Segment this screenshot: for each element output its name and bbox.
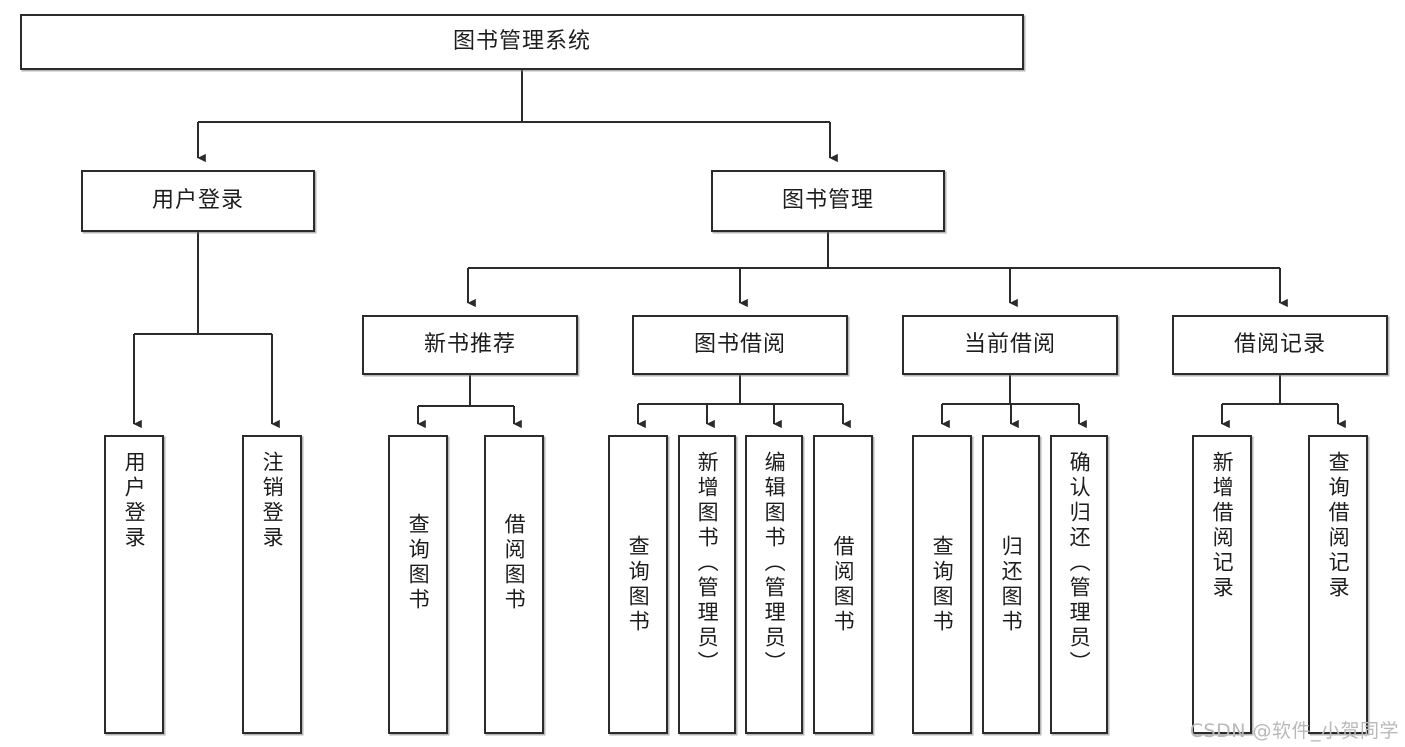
node-leaf-borrow-book[interactable]: 借阅图书 xyxy=(813,435,873,734)
node-leaf-confirm-return-admin-label: 确认归还（管理员） xyxy=(1067,451,1092,676)
node-leaf-query-book-current[interactable]: 查询图书 xyxy=(912,435,972,734)
node-leaf-user-login-label: 用户登录 xyxy=(122,451,147,551)
node-leaf-add-borrow-record-label: 新增借阅记录 xyxy=(1210,451,1235,601)
node-book-manage[interactable]: 图书管理 xyxy=(711,170,945,232)
node-leaf-add-borrow-record[interactable]: 新增借阅记录 xyxy=(1192,435,1252,734)
node-borrow-record[interactable]: 借阅记录 xyxy=(1172,315,1388,375)
node-leaf-return-book-label: 归还图书 xyxy=(999,535,1024,635)
node-user-login[interactable]: 用户登录 xyxy=(81,170,315,232)
node-leaf-logout-login[interactable]: 注销登录 xyxy=(242,435,302,734)
node-leaf-borrow-book-label: 借阅图书 xyxy=(831,535,856,635)
node-leaf-confirm-return-admin[interactable]: 确认归还（管理员） xyxy=(1050,435,1108,734)
node-root-label: 图书管理系统 xyxy=(452,28,591,54)
node-leaf-query-book-current-label: 查询图书 xyxy=(930,535,955,635)
node-current-borrow[interactable]: 当前借阅 xyxy=(902,315,1118,375)
node-leaf-query-borrow-record-label: 查询借阅记录 xyxy=(1326,451,1351,601)
watermark: CSDN @软件_小贺同学 xyxy=(1189,720,1399,742)
node-borrow-record-label: 借阅记录 xyxy=(1233,331,1326,357)
node-leaf-return-book[interactable]: 归还图书 xyxy=(982,435,1040,734)
node-leaf-query-book-rec[interactable]: 查询图书 xyxy=(388,435,448,734)
node-leaf-query-borrow-record[interactable]: 查询借阅记录 xyxy=(1308,435,1368,734)
node-leaf-add-book-admin[interactable]: 新增图书（管理员） xyxy=(678,435,736,734)
node-leaf-query-book-borrow[interactable]: 查询图书 xyxy=(608,435,668,734)
node-leaf-logout-login-label: 注销登录 xyxy=(260,451,285,551)
node-book-manage-label: 图书管理 xyxy=(781,187,874,213)
node-leaf-borrow-book-rec[interactable]: 借阅图书 xyxy=(484,435,544,734)
node-new-book-recommend-label: 新书推荐 xyxy=(423,331,516,357)
node-leaf-edit-book-admin-label: 编辑图书（管理员） xyxy=(762,451,787,676)
node-user-login-label: 用户登录 xyxy=(151,187,244,213)
node-root[interactable]: 图书管理系统 xyxy=(20,14,1024,70)
node-book-borrow[interactable]: 图书借阅 xyxy=(632,315,848,375)
node-leaf-add-book-admin-label: 新增图书（管理员） xyxy=(695,451,720,676)
node-leaf-borrow-book-rec-label: 借阅图书 xyxy=(502,513,527,613)
node-leaf-edit-book-admin[interactable]: 编辑图书（管理员） xyxy=(745,435,803,734)
node-current-borrow-label: 当前借阅 xyxy=(963,331,1056,357)
node-new-book-recommend[interactable]: 新书推荐 xyxy=(362,315,578,375)
node-leaf-user-login[interactable]: 用户登录 xyxy=(104,435,164,734)
node-book-borrow-label: 图书借阅 xyxy=(693,331,786,357)
node-leaf-query-book-rec-label: 查询图书 xyxy=(406,513,431,613)
node-leaf-query-book-borrow-label: 查询图书 xyxy=(626,535,651,635)
